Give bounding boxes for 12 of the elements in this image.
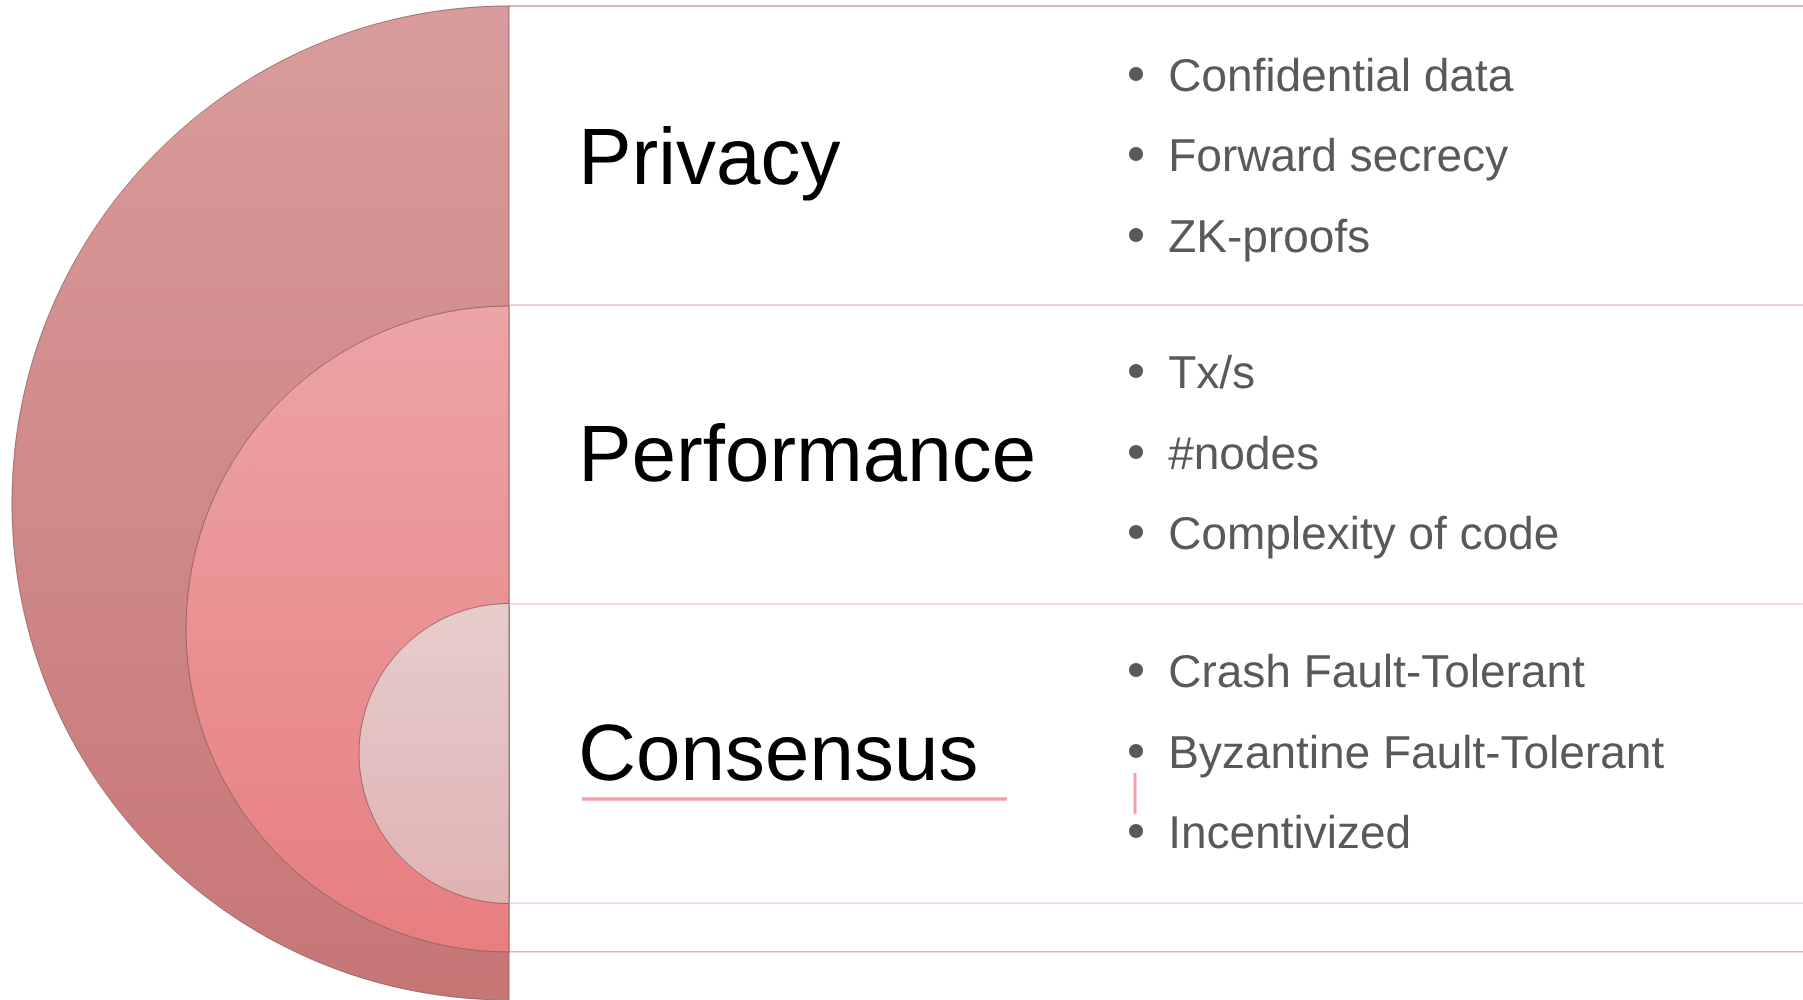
bullet-item: ZK-proofs [1129,218,1369,262]
bullet-item: Crash Fault-Tolerant [1129,653,1585,688]
bullet-item: Complexity of code [1129,515,1558,559]
bullet-item: #nodes [1129,435,1318,470]
bullet-item: Tx/s [1129,354,1254,389]
bullet-item: Incentivized [1129,814,1409,849]
band-title: Privacy [584,126,841,201]
bullet-item: Confidential data [1129,57,1514,92]
bullet-item: Forward secrecy [1129,137,1508,181]
band-title: Consensus [582,724,976,781]
band-title: Performance [584,423,1033,482]
bullet-item: Byzantine Fault-Tolerant [1129,734,1664,778]
